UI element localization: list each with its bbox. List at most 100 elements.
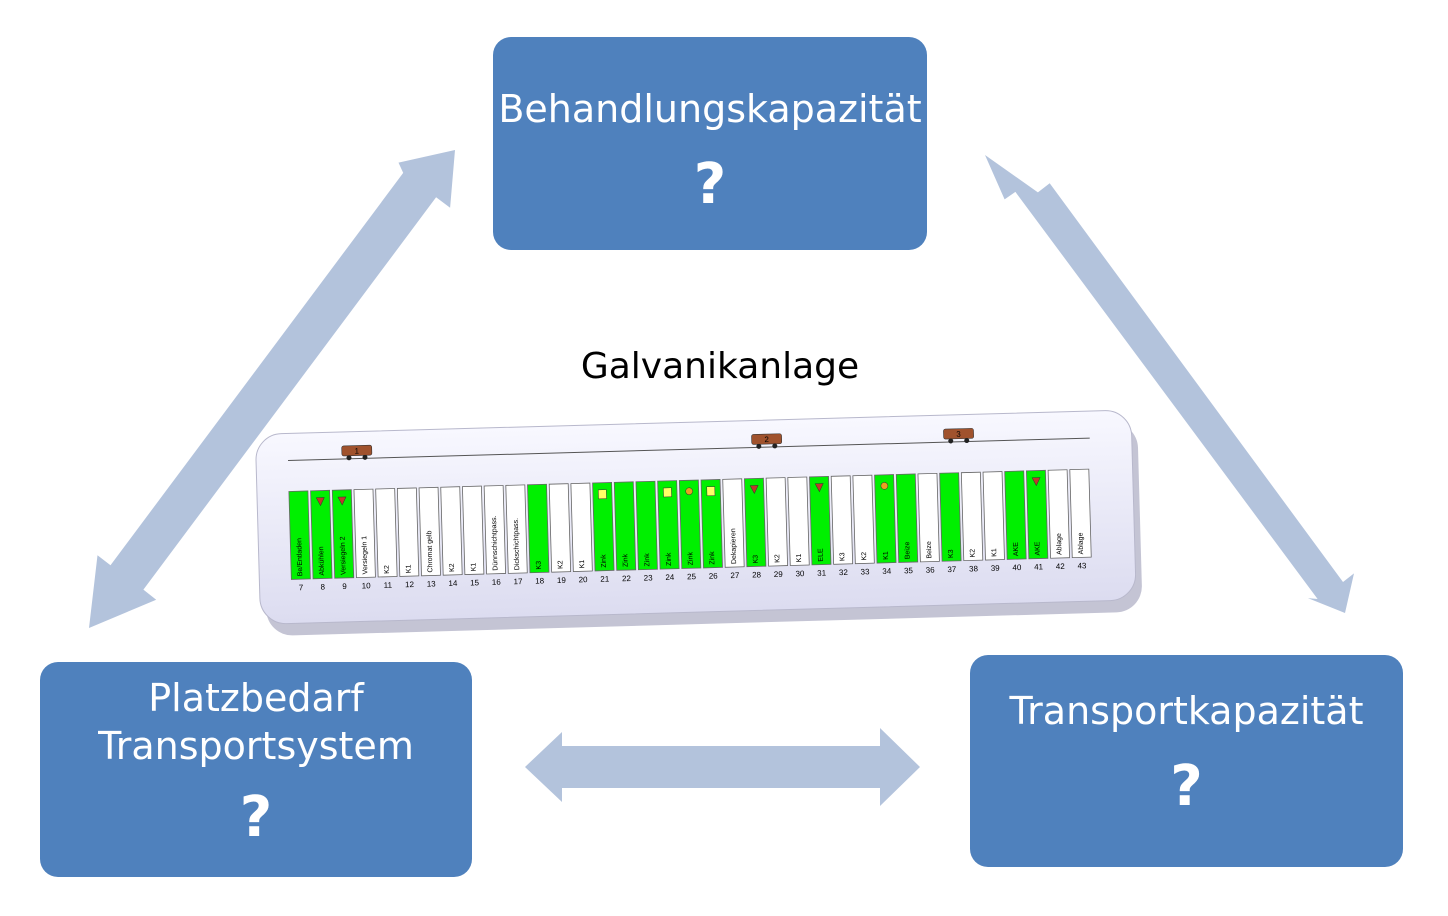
carrier-wheel bbox=[362, 454, 368, 460]
tank-number: 39 bbox=[991, 564, 1001, 573]
tank-body bbox=[1069, 468, 1092, 559]
tank-label: K3 bbox=[839, 552, 846, 561]
tank-body bbox=[613, 481, 637, 571]
tank-number: 8 bbox=[320, 582, 325, 591]
tank-number: 37 bbox=[947, 565, 957, 574]
carrier-wagon: 2 bbox=[751, 433, 783, 449]
tank-label: K1 bbox=[883, 551, 890, 560]
tank-number: 28 bbox=[752, 570, 762, 579]
tank-body bbox=[1004, 470, 1027, 560]
status-circle-icon bbox=[685, 487, 693, 496]
tank-label: Chromat gelb bbox=[426, 530, 434, 572]
tank-body bbox=[787, 476, 810, 566]
tank-number: 31 bbox=[817, 568, 827, 577]
tank-body bbox=[418, 486, 441, 577]
tank-number: 26 bbox=[709, 572, 719, 581]
question-mark: ? bbox=[693, 152, 727, 217]
status-square-icon bbox=[663, 487, 672, 498]
carrier-wheel bbox=[772, 443, 778, 449]
transport-capacity-box: Transportkapazität ? bbox=[970, 655, 1403, 867]
tank-station: Chromat gelb 13 bbox=[418, 486, 441, 589]
tank-station: Dickschichtpass.17 bbox=[505, 484, 528, 586]
box-title: Transportkapazität bbox=[1009, 689, 1364, 733]
tank-label: Dekapieren bbox=[730, 528, 738, 564]
tank-number: 24 bbox=[665, 573, 675, 582]
tank-body bbox=[570, 482, 593, 572]
tank-body bbox=[722, 478, 745, 568]
carrier-number: 1 bbox=[354, 446, 359, 455]
tank-label: ELE bbox=[817, 548, 824, 562]
tank-number: 14 bbox=[448, 579, 458, 588]
box-title: Behandlungskapazität bbox=[498, 87, 922, 131]
tank-body bbox=[527, 483, 550, 574]
tank-body bbox=[396, 487, 420, 577]
tank-body bbox=[288, 490, 311, 580]
tank-number: 19 bbox=[557, 576, 567, 585]
tank-body bbox=[353, 488, 376, 579]
tank-station: K3 28 bbox=[744, 477, 767, 580]
tank-body bbox=[331, 489, 355, 579]
tank-station: Beize 35 bbox=[895, 473, 919, 575]
tank-number: 23 bbox=[644, 573, 654, 582]
carrier-body bbox=[341, 444, 373, 457]
tank-label: Beize bbox=[926, 541, 933, 559]
tank-body bbox=[874, 474, 897, 564]
tank-number: 40 bbox=[1012, 563, 1022, 572]
tank-number: 13 bbox=[427, 579, 437, 588]
tank-number: 12 bbox=[405, 580, 415, 589]
tank-body bbox=[375, 488, 398, 578]
tank-number: 20 bbox=[579, 575, 589, 584]
tank-number: 18 bbox=[535, 576, 545, 585]
arrow-top-right-diagonal bbox=[985, 155, 1354, 613]
status-triangle-icon bbox=[749, 485, 759, 495]
tank-label: AKE bbox=[1013, 542, 1020, 557]
status-triangle-icon bbox=[1031, 477, 1041, 487]
tank-body bbox=[678, 479, 702, 569]
tank-number: 35 bbox=[904, 566, 914, 575]
tank-station: ELE 31 bbox=[809, 475, 832, 578]
carrier-number: 3 bbox=[956, 430, 961, 439]
tank-station: Dünnschichtpass.16 bbox=[483, 485, 506, 587]
tank-label: AKE bbox=[1034, 541, 1041, 556]
tank-body bbox=[939, 472, 962, 562]
tank-label: K1 bbox=[579, 560, 586, 569]
tank-label: K2 bbox=[384, 565, 391, 574]
tank-label: K3 bbox=[753, 555, 760, 564]
tank-number: 42 bbox=[1056, 562, 1066, 571]
question-mark: ? bbox=[239, 785, 273, 850]
arrow-bottom-horizontal bbox=[525, 728, 920, 806]
tank-label: Beize bbox=[904, 541, 911, 559]
status-square-icon bbox=[598, 489, 607, 500]
tank-label: Versiegeln 1 bbox=[361, 536, 369, 575]
tank-number: 15 bbox=[470, 578, 480, 587]
crane-carriers: 1 2 3 bbox=[341, 428, 974, 461]
tank-body bbox=[895, 473, 919, 563]
tank-body bbox=[809, 475, 832, 566]
tank-number: 38 bbox=[969, 564, 979, 573]
space-requirement-box: Platzbedarf Transportsystem ? bbox=[40, 662, 472, 877]
tank-body bbox=[960, 471, 984, 562]
tank-body bbox=[982, 471, 1005, 561]
carrier-body bbox=[943, 428, 974, 440]
tank-station: Versiegeln 110 bbox=[353, 488, 376, 590]
status-triangle-icon bbox=[814, 483, 824, 493]
tank-number: 22 bbox=[622, 574, 632, 583]
tank-label: Zink bbox=[601, 554, 608, 568]
